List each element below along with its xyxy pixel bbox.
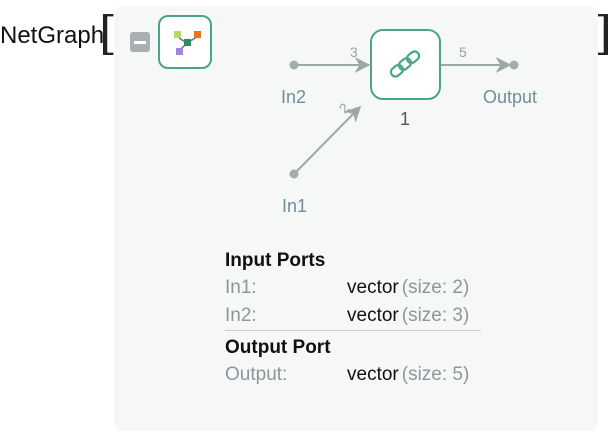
function-name: NetGraph — [0, 22, 105, 49]
output-port-label: Output — [483, 87, 537, 107]
node-label: 1 — [400, 109, 410, 129]
in1-port-label: In1 — [282, 196, 307, 216]
output-port-title: Output Port — [225, 337, 331, 358]
edge-label-in2: 3 — [350, 44, 358, 60]
port-size: (size: 5) — [401, 364, 470, 385]
edge-label-in1: 2 — [336, 100, 353, 117]
port-name: In1: — [225, 277, 257, 298]
network-graph-icon[interactable] — [158, 15, 212, 69]
port-type: vector — [347, 305, 399, 326]
port-size: (size: 3) — [401, 305, 470, 326]
left-bracket: [ — [99, 6, 117, 60]
edge-label-output: 5 — [459, 44, 467, 60]
layer-node[interactable] — [370, 29, 441, 100]
input-ports-title: Input Ports — [225, 250, 326, 271]
in1-port-dot[interactable] — [289, 169, 299, 179]
section-divider — [225, 330, 481, 331]
port-name: Output: — [225, 364, 288, 385]
output-port-dot[interactable] — [509, 60, 519, 70]
ports-summary: Input Ports In1: vector(size: 2) In2: ve… — [225, 248, 483, 389]
output-port-row: Output: vector(size: 5) — [225, 361, 483, 389]
collapse-button[interactable] — [130, 32, 150, 52]
chain-link-icon — [389, 50, 421, 78]
input-port-row: In1: vector(size: 2) — [225, 274, 483, 302]
netgraph-panel — [114, 6, 598, 431]
port-size: (size: 2) — [401, 277, 470, 298]
input-port-row: In2: vector(size: 3) — [225, 302, 483, 330]
port-type: vector — [347, 277, 399, 298]
port-type: vector — [347, 364, 399, 385]
edge-in1-to-node — [293, 105, 362, 175]
in2-port-label: In2 — [281, 87, 306, 107]
in2-port-dot[interactable] — [289, 60, 299, 70]
port-name: In2: — [225, 305, 257, 326]
